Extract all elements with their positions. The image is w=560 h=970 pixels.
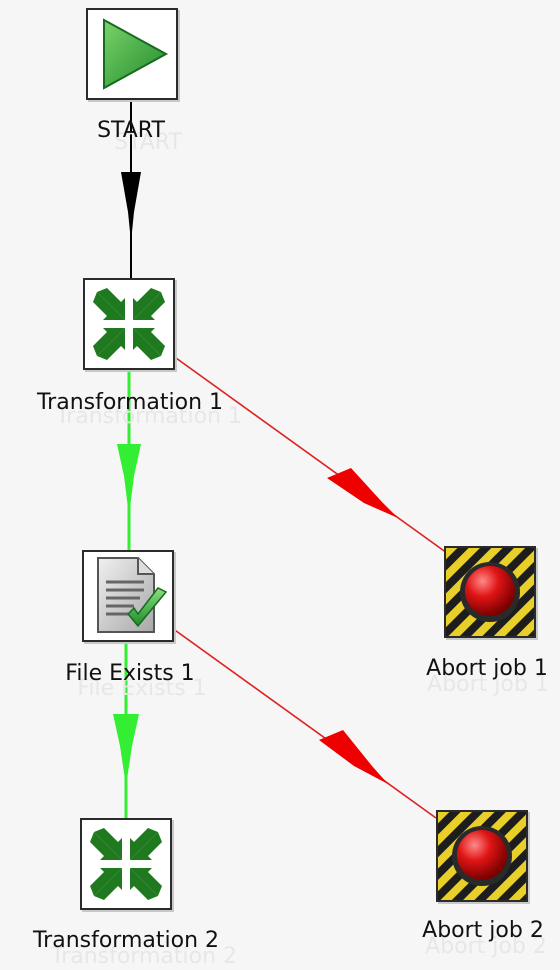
hop-success-arrowhead-1 [117,444,141,516]
start-node[interactable] [86,8,178,100]
abort1-label: Abort job 1 [426,656,548,681]
abort-icon [446,548,534,636]
transformation-icon [90,828,162,900]
hop-fileexists1-abort2[interactable] [171,627,437,819]
play-icon [103,18,169,90]
hop-failure-arrowhead-2 [319,730,388,784]
transformation2-node[interactable] [80,818,172,910]
abort1-node[interactable] [444,546,536,638]
transformation1-label: Transformation 1 [36,390,224,415]
transformation-icon [93,288,165,360]
start-label: START [97,118,165,143]
transformation2-label: Transformation 2 [32,928,220,953]
abort2-label: Abort job 2 [422,918,544,943]
hop-start-arrowhead [121,172,141,242]
transformation1-node[interactable] [83,278,175,370]
fileexists1-node[interactable] [82,550,174,642]
abort2-node[interactable] [436,810,528,902]
file-check-icon [97,557,168,633]
hop-failure-arrowhead-1 [327,468,398,518]
hop-success-arrowhead-2 [113,714,139,786]
fileexists1-label: File Exists 1 [65,661,195,686]
abort-icon [438,812,526,900]
hop-transformation1-abort1[interactable] [175,357,448,554]
